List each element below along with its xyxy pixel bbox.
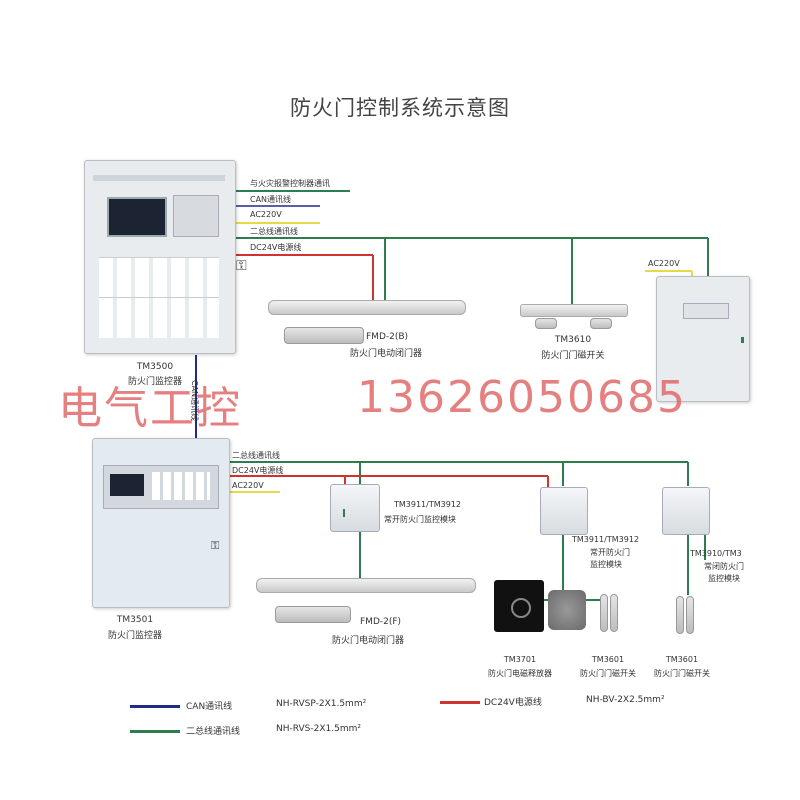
tm3601a-switch-b	[610, 594, 618, 632]
label-ac220-bottom: AC220V	[232, 481, 264, 490]
label-bus2-bottom: 二总线通讯线	[232, 451, 280, 460]
tm3501-model: TM3501	[116, 615, 154, 625]
label-dc24-bottom: DC24V电源线	[232, 466, 284, 475]
legend-dc24-line	[440, 701, 480, 704]
legend-bus2-spec: NH-RVS-2X1.5mm²	[276, 724, 361, 734]
tm3500-key-grid-1	[99, 257, 219, 298]
tm3501-control-area	[103, 465, 219, 509]
tm3610-body	[520, 304, 628, 317]
tm3910-name2: 监控模块	[708, 574, 740, 583]
label-dc24-top: DC24V电源线	[250, 243, 302, 252]
tm3500-display	[107, 197, 167, 237]
tm3701-model: TM3701	[503, 655, 537, 664]
tm3601b-switch-b	[686, 596, 694, 634]
tm3911a-module	[330, 484, 380, 532]
fmd2b-closer-arm	[284, 327, 364, 344]
tm3910-name1: 常闭防火门	[704, 562, 744, 571]
tm3500-model: TM3500	[136, 362, 174, 372]
tm3701-holder	[494, 580, 544, 632]
legend-bus2-line	[130, 730, 180, 733]
tm3601b-switch-a	[676, 596, 684, 634]
power-box	[656, 276, 750, 402]
label-can-top: CAN通讯线	[250, 195, 292, 204]
tm3610-name: 防火门门磁开关	[541, 351, 605, 361]
watermark-left: 电气工控	[58, 383, 242, 434]
label-ac220-right: AC220V	[648, 259, 680, 268]
tm3500-keypad	[173, 195, 219, 237]
legend-dc24-label: DC24V电源线	[484, 698, 542, 708]
fmd2f-closer-body	[256, 578, 476, 593]
tm3601a-model: TM3601	[591, 655, 625, 664]
label-fire-alarm-comm: 与火灾报警控制器通讯	[250, 179, 330, 188]
fmd2b-closer-body	[268, 300, 466, 315]
tm3601a-name: 防火门门磁开关	[580, 669, 636, 678]
tm3911a-name: 常开防火门监控模块	[384, 515, 456, 524]
tm3911b-name2: 监控模块	[590, 560, 622, 569]
tm3701-name: 防火门电磁释放器	[488, 669, 552, 678]
tm3500-panel	[84, 160, 236, 354]
label-bus2-top: 二总线通讯线	[250, 227, 298, 236]
tm3701-plate	[548, 590, 586, 630]
tm3911b-module	[540, 487, 588, 535]
tm3500-name: 防火门监控器	[127, 377, 182, 387]
label-ac220-top: AC220V	[250, 210, 282, 219]
tm3911b-name1: 常开防火门	[590, 548, 630, 557]
fmd2b-model: FMD-2(B)	[366, 332, 409, 342]
tm3601b-name: 防火门门磁开关	[654, 669, 710, 678]
legend-dc24-spec: NH-BV-2X2.5mm²	[586, 695, 665, 705]
fmd2f-closer-arm	[275, 606, 351, 623]
legend-can-line	[130, 705, 180, 708]
fmd2f-model: FMD-2(F)	[360, 617, 402, 627]
key-icon: ⚿	[236, 258, 247, 274]
fmd2f-name: 防火门电动闭门器	[332, 636, 405, 646]
tm3601b-model: TM3601	[665, 655, 699, 664]
tm3910-model: TM3910/TM3	[690, 549, 742, 558]
diagram-title: 防火门控制系统示意图	[290, 96, 510, 120]
tm3601a-switch-a	[600, 594, 608, 632]
legend-bus2-label: 二总线通讯线	[186, 727, 241, 737]
legend-can-spec: NH-RVSP-2X1.5mm²	[276, 699, 367, 709]
fmd2b-name: 防火门电动闭门器	[350, 349, 423, 359]
tm3610-magnet-b	[590, 318, 612, 329]
tm3910-module	[662, 487, 710, 535]
tm3610-magnet-a	[535, 318, 557, 329]
tm3610-model: TM3610	[554, 335, 592, 345]
tm3500-key-grid-2	[99, 297, 219, 338]
tm3911a-model: TM3911/TM3912	[394, 500, 461, 509]
watermark-right: 13626050685	[357, 372, 687, 423]
tm3911b-model: TM3911/TM3912	[572, 535, 639, 544]
tm3501-lock-icon: ⚿	[211, 539, 220, 552]
legend-can-label: CAN通讯线	[186, 702, 233, 712]
tm3501-name: 防火门监控器	[107, 631, 162, 641]
tm3501-panel: ⚿	[92, 438, 230, 608]
